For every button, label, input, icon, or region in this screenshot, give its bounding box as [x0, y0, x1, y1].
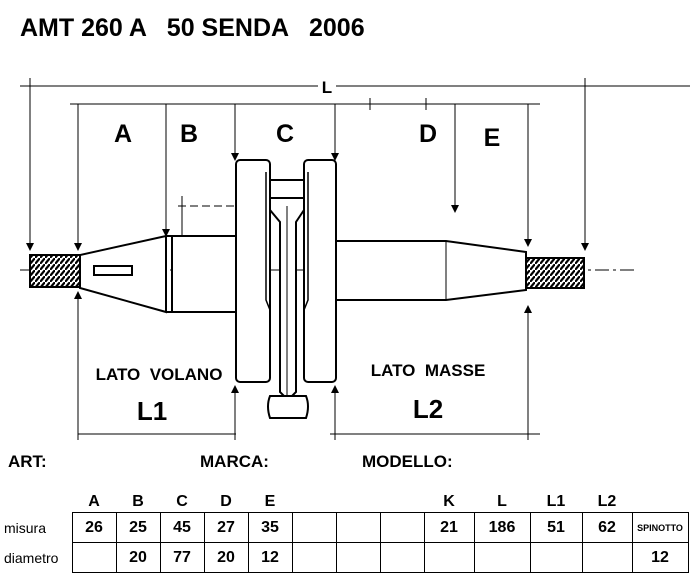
title-model: AMT 260 A	[20, 14, 146, 42]
label-C: C	[276, 120, 294, 148]
dimension-L2	[330, 305, 540, 440]
table-cell: 12	[631, 542, 689, 573]
table-cell	[529, 542, 583, 573]
dimension-L	[20, 78, 690, 251]
header-cell: C	[176, 493, 188, 510]
header-cell	[292, 492, 336, 513]
left-thread	[29, 254, 81, 288]
table-cell: 186	[473, 512, 531, 543]
crankshaft-drawing: L A B C D E K	[20, 78, 690, 440]
table-row-diametro: diametro 20 77 20 12 12	[0, 542, 689, 573]
header-cell: E	[264, 493, 276, 510]
header-cell: L1	[546, 493, 566, 510]
table-cell: 27	[203, 512, 249, 543]
dimension-upper-line	[70, 98, 540, 251]
spec-table: A B C D E K L L1 L2 misura 26 25 45 27 3…	[0, 492, 689, 573]
table-cell: 62	[581, 512, 633, 543]
table-cell-spinotto: SPINOTTO	[631, 512, 689, 543]
label-D: D	[419, 120, 437, 148]
crank-pin	[269, 179, 305, 199]
diagram-title: AMT 260 A 50 SENDA 2006	[20, 14, 365, 43]
header-cell: A	[88, 493, 100, 510]
marca-label: MARCA:	[200, 452, 269, 471]
table-cell	[473, 542, 531, 573]
table-cell: 77	[159, 542, 205, 573]
row-label: diametro	[4, 549, 59, 566]
header-cell: K	[443, 493, 455, 510]
header-cell: D	[220, 493, 232, 510]
header-cell	[632, 492, 688, 513]
header-cell: B	[132, 493, 144, 510]
table-cell: 51	[529, 512, 583, 543]
header-cell: L2	[597, 493, 617, 510]
crankshaft	[29, 159, 585, 419]
label-E: E	[484, 124, 501, 152]
modello-label: MODELLO:	[362, 452, 453, 471]
table-row-misura: misura 26 25 45 27 35 21 186 51 62 SPINO…	[0, 512, 689, 543]
header-cell: L	[497, 493, 507, 510]
table-cell	[581, 542, 633, 573]
label-L2: L2	[413, 394, 443, 424]
right-web	[303, 159, 337, 383]
table-cell	[379, 512, 425, 543]
row-label: misura	[4, 519, 47, 536]
label-A: A	[114, 120, 132, 148]
title-year: 2006	[308, 14, 365, 42]
left-web	[235, 159, 271, 383]
table-header-row: A B C D E K L L1 L2	[0, 492, 688, 513]
right-taper	[335, 240, 527, 301]
header-cell	[336, 492, 380, 513]
art-label: ART:	[8, 452, 47, 471]
keyway-slot	[93, 265, 133, 276]
header-cell	[380, 492, 424, 513]
side-label-left: LATO VOLANO	[96, 365, 223, 384]
table-cell: 26	[71, 512, 117, 543]
table-cell: 20	[203, 542, 249, 573]
table-cell	[379, 542, 425, 573]
right-thread	[525, 257, 585, 289]
table-cell: 25	[115, 512, 161, 543]
table-cell	[71, 542, 117, 573]
table-cell	[423, 542, 475, 573]
title-name: 50 SENDA	[166, 14, 289, 42]
table-cell: 20	[115, 542, 161, 573]
label-B: B	[180, 120, 198, 148]
label-L: L	[322, 78, 332, 97]
table-cell	[335, 512, 381, 543]
side-label-right: LATO MASSE	[371, 361, 486, 380]
label-L1: L1	[137, 396, 167, 426]
table-cell	[335, 542, 381, 573]
dimension-L1	[74, 291, 239, 440]
table-cell: 12	[247, 542, 293, 573]
table-cell: 21	[423, 512, 475, 543]
table-cell	[291, 512, 337, 543]
table-cell	[291, 542, 337, 573]
table-cell: 35	[247, 512, 293, 543]
web-detail-lines	[265, 172, 309, 372]
table-cell: 45	[159, 512, 205, 543]
small-end	[267, 395, 309, 419]
left-shaft	[171, 235, 237, 313]
